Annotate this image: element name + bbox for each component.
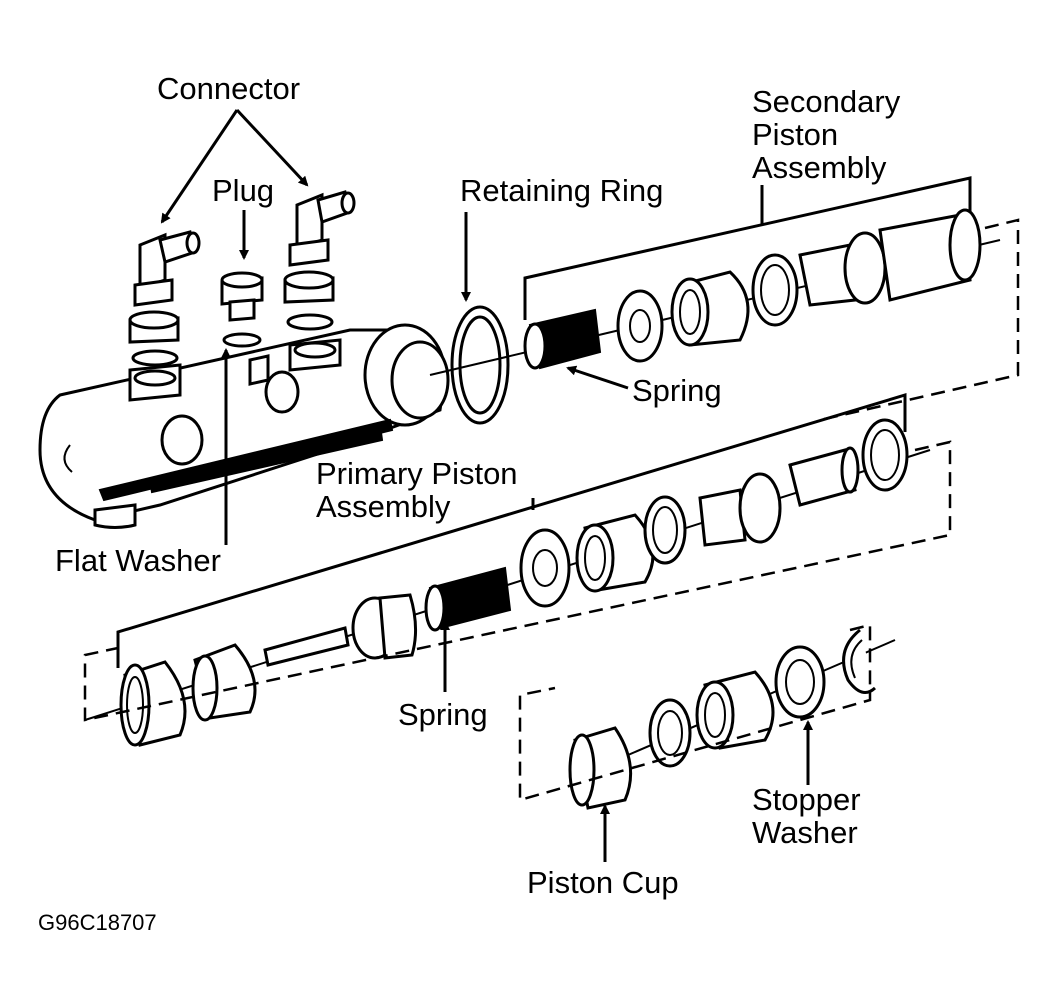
connector-right-nut [283, 270, 335, 304]
connector-right [288, 190, 356, 267]
label-stopper-line2: Washer [752, 815, 858, 850]
figure-code: G96C18707 [38, 910, 157, 935]
connector-left [133, 230, 201, 307]
piston-cup-washer [648, 698, 692, 768]
primary-piston-rod [263, 626, 350, 667]
label-retaining-ring: Retaining Ring [460, 173, 663, 208]
connector-right-washer [286, 313, 334, 331]
plug [220, 271, 264, 322]
connector-left-washer [131, 349, 179, 367]
piston-cup-second [695, 670, 775, 750]
snap-ring [842, 628, 877, 694]
label-spring-top: Spring [632, 373, 722, 408]
label-piston-cup: Piston Cup [527, 865, 679, 900]
label-secondary-line3: Assembly [752, 150, 887, 185]
secondary-spring-seat [616, 289, 664, 363]
primary-washer [643, 495, 687, 565]
primary-spring [424, 566, 512, 632]
retaining-ring [450, 305, 510, 425]
label-connector: Connector [157, 71, 300, 106]
secondary-spring [523, 308, 602, 370]
stopper-washer [774, 645, 826, 719]
primary-end-washer [861, 418, 909, 492]
label-secondary-line2: Piston [752, 117, 838, 152]
secondary-washer [751, 253, 799, 327]
label-secondary-line1: Secondary [752, 84, 901, 119]
piston-cup [568, 726, 633, 810]
primary-cup-second [191, 643, 257, 722]
primary-cup-left [119, 660, 187, 747]
flat-washer [222, 332, 262, 348]
primary-piston [698, 446, 860, 547]
label-spring-bottom: Spring [398, 697, 488, 732]
master-cylinder-body [38, 323, 450, 529]
label-primary-line1: Primary Piston [316, 456, 518, 491]
primary-piston-cup [575, 513, 655, 593]
secondary-piston [798, 208, 982, 307]
label-plug: Plug [212, 173, 274, 208]
label-primary-line2: Assembly [316, 489, 451, 524]
secondary-piston-cup [670, 270, 750, 347]
connector-left-nut [128, 310, 180, 344]
label-stopper-line1: Stopper [752, 782, 861, 817]
leader-lines [116, 108, 972, 862]
label-flat-washer: Flat Washer [55, 543, 221, 578]
primary-spring-retainer [519, 528, 571, 608]
primary-spring-seat [351, 593, 417, 660]
